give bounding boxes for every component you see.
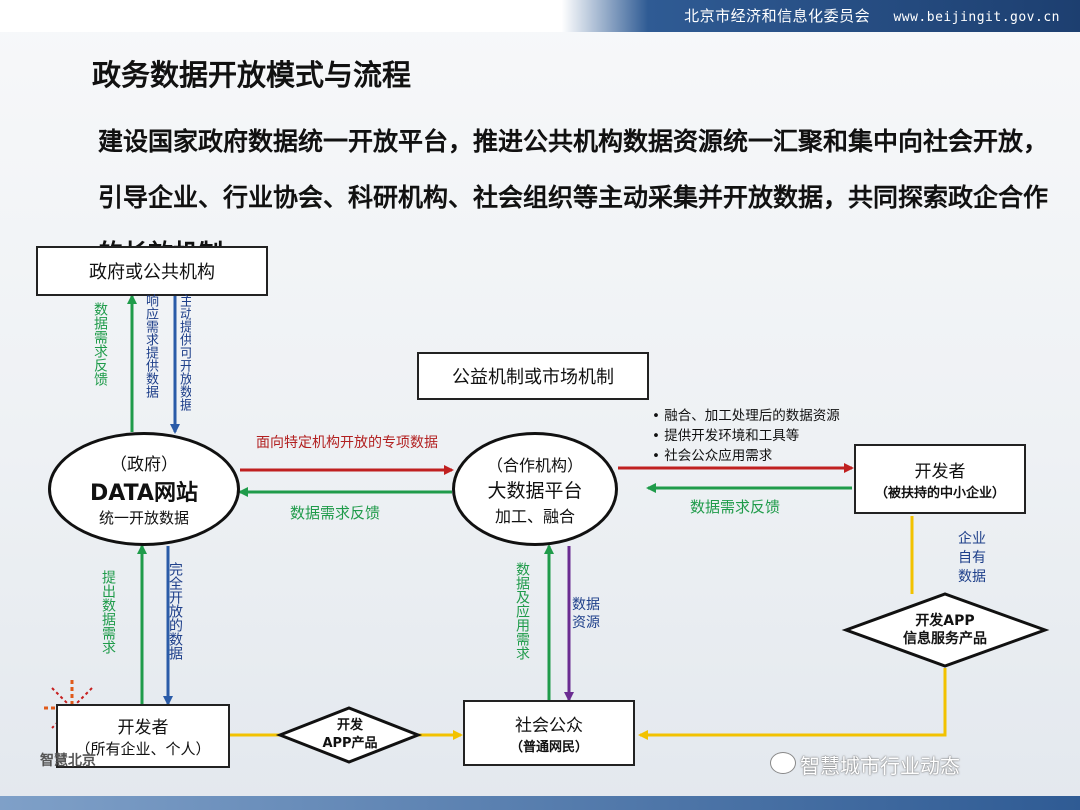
mechanism-label: 公益机制或市场机制 [452,367,614,388]
gov-data-site-node: （政府） DATA网站 统一开放数据 [48,432,240,546]
platform-line2: 大数据平台 [487,479,583,502]
diamond-right-line1: 开发APP [915,613,975,629]
wechat-icon [770,752,796,774]
label-respond-demand: 响应需求提供数据 [143,294,158,398]
page-title: 政务数据开放模式与流程 [92,58,412,92]
public-box: 社会公众 （普通网民） [463,700,635,766]
gov-agency-box: 政府或公共机构 [36,246,268,296]
platform-line1: （合作机构） [486,455,583,475]
developer-all-box: 开发者 （所有企业、个人） [56,704,230,768]
label-raise-demand: 提出数据需求 [100,570,116,654]
label-demand-feedback-up: 数据需求反馈 [92,302,108,386]
label-data-app-demand: 数据及应用需求 [514,562,530,660]
diamond-develop-app [275,706,423,764]
big-data-platform-node: （合作机构） 大数据平台 加工、融合 [452,432,618,546]
label-full-open: 完全开放的数据 [167,562,183,660]
mechanism-box: 公益机制或市场机制 [417,352,649,400]
header-bar: 北京市经济和信息化委员会 www.beijingit.gov.cn [0,0,1080,32]
public-line1: 社会公众 [515,716,583,736]
dev-sme-line1: 开发者 [914,462,966,482]
platform-line3: 加工、融合 [494,506,575,526]
header-url[interactable]: www.beijingit.gov.cn [893,10,1060,25]
header-text: 北京市经济和信息化委员会 www.beijingit.gov.cn [684,5,1060,26]
footer-bar [0,796,1080,810]
intro-paragraph: 建设国家政府数据统一开放平台，推进公共机构数据资源统一汇聚和集中向社会开放，引导… [98,127,1049,268]
diamond-left-label: 开发 APP产品 [300,717,400,753]
dev-all-line1: 开发者 [117,718,169,738]
label-own-data-text: 企业自有数据 [958,531,986,585]
label-own-data: 企业自有数据 [952,530,992,587]
dev-all-line2: （所有企业、个人） [75,740,211,758]
label-special-open-text: 面向特定机构开放的专项数据 [256,435,438,451]
gov-site-line3: 统一开放数据 [98,509,189,527]
label-feedback-right: 数据需求反馈 [690,498,781,516]
header-org: 北京市经济和信息化委员会 [684,7,871,25]
gov-site-line1: （政府） [110,455,178,475]
diamond-right-line2: 信息服务产品 [903,631,987,647]
diamond-left-line1: 开发 [336,718,363,733]
dev-sme-line2: （被扶持的中小企业） [874,486,1005,501]
watermark-text: 智慧城市行业动态 [800,754,960,778]
diamond-left-line2: APP产品 [322,736,378,751]
diamond-develop-app-service [841,592,1050,668]
label-data-resource: 数据资源 [572,596,608,632]
bullet-item-0: • 融合、加工处理后的数据资源 [652,408,840,424]
gov-agency-label: 政府或公共机构 [89,262,215,283]
public-line2: （普通网民） [509,740,588,755]
label-proactive-open: 主动提供可开放数据 [177,294,191,411]
bullet-item-1: • 提供开发环境和工具等 [652,428,800,444]
arrow-app-right-to-public [638,668,947,740]
platform-output-bullets: • 融合、加工处理后的数据资源 • 提供开发环境和工具等 • 社会公众应用需求 [652,406,840,466]
label-feedback-left: 数据需求反馈 [290,504,381,522]
developer-sme-box: 开发者 （被扶持的中小企业） [854,444,1026,514]
gov-site-line2: DATA网站 [90,481,198,506]
label-special-open: 面向特定机构开放的专项数据 [252,434,442,453]
label-data-resource-text: 数据资源 [572,597,600,631]
diamond-right-label: 开发APP 信息服务产品 [880,612,1010,648]
bullet-item-2: • 社会公众应用需求 [652,448,773,464]
zhihui-beijing-logo-text: 智慧北京 [40,753,96,769]
